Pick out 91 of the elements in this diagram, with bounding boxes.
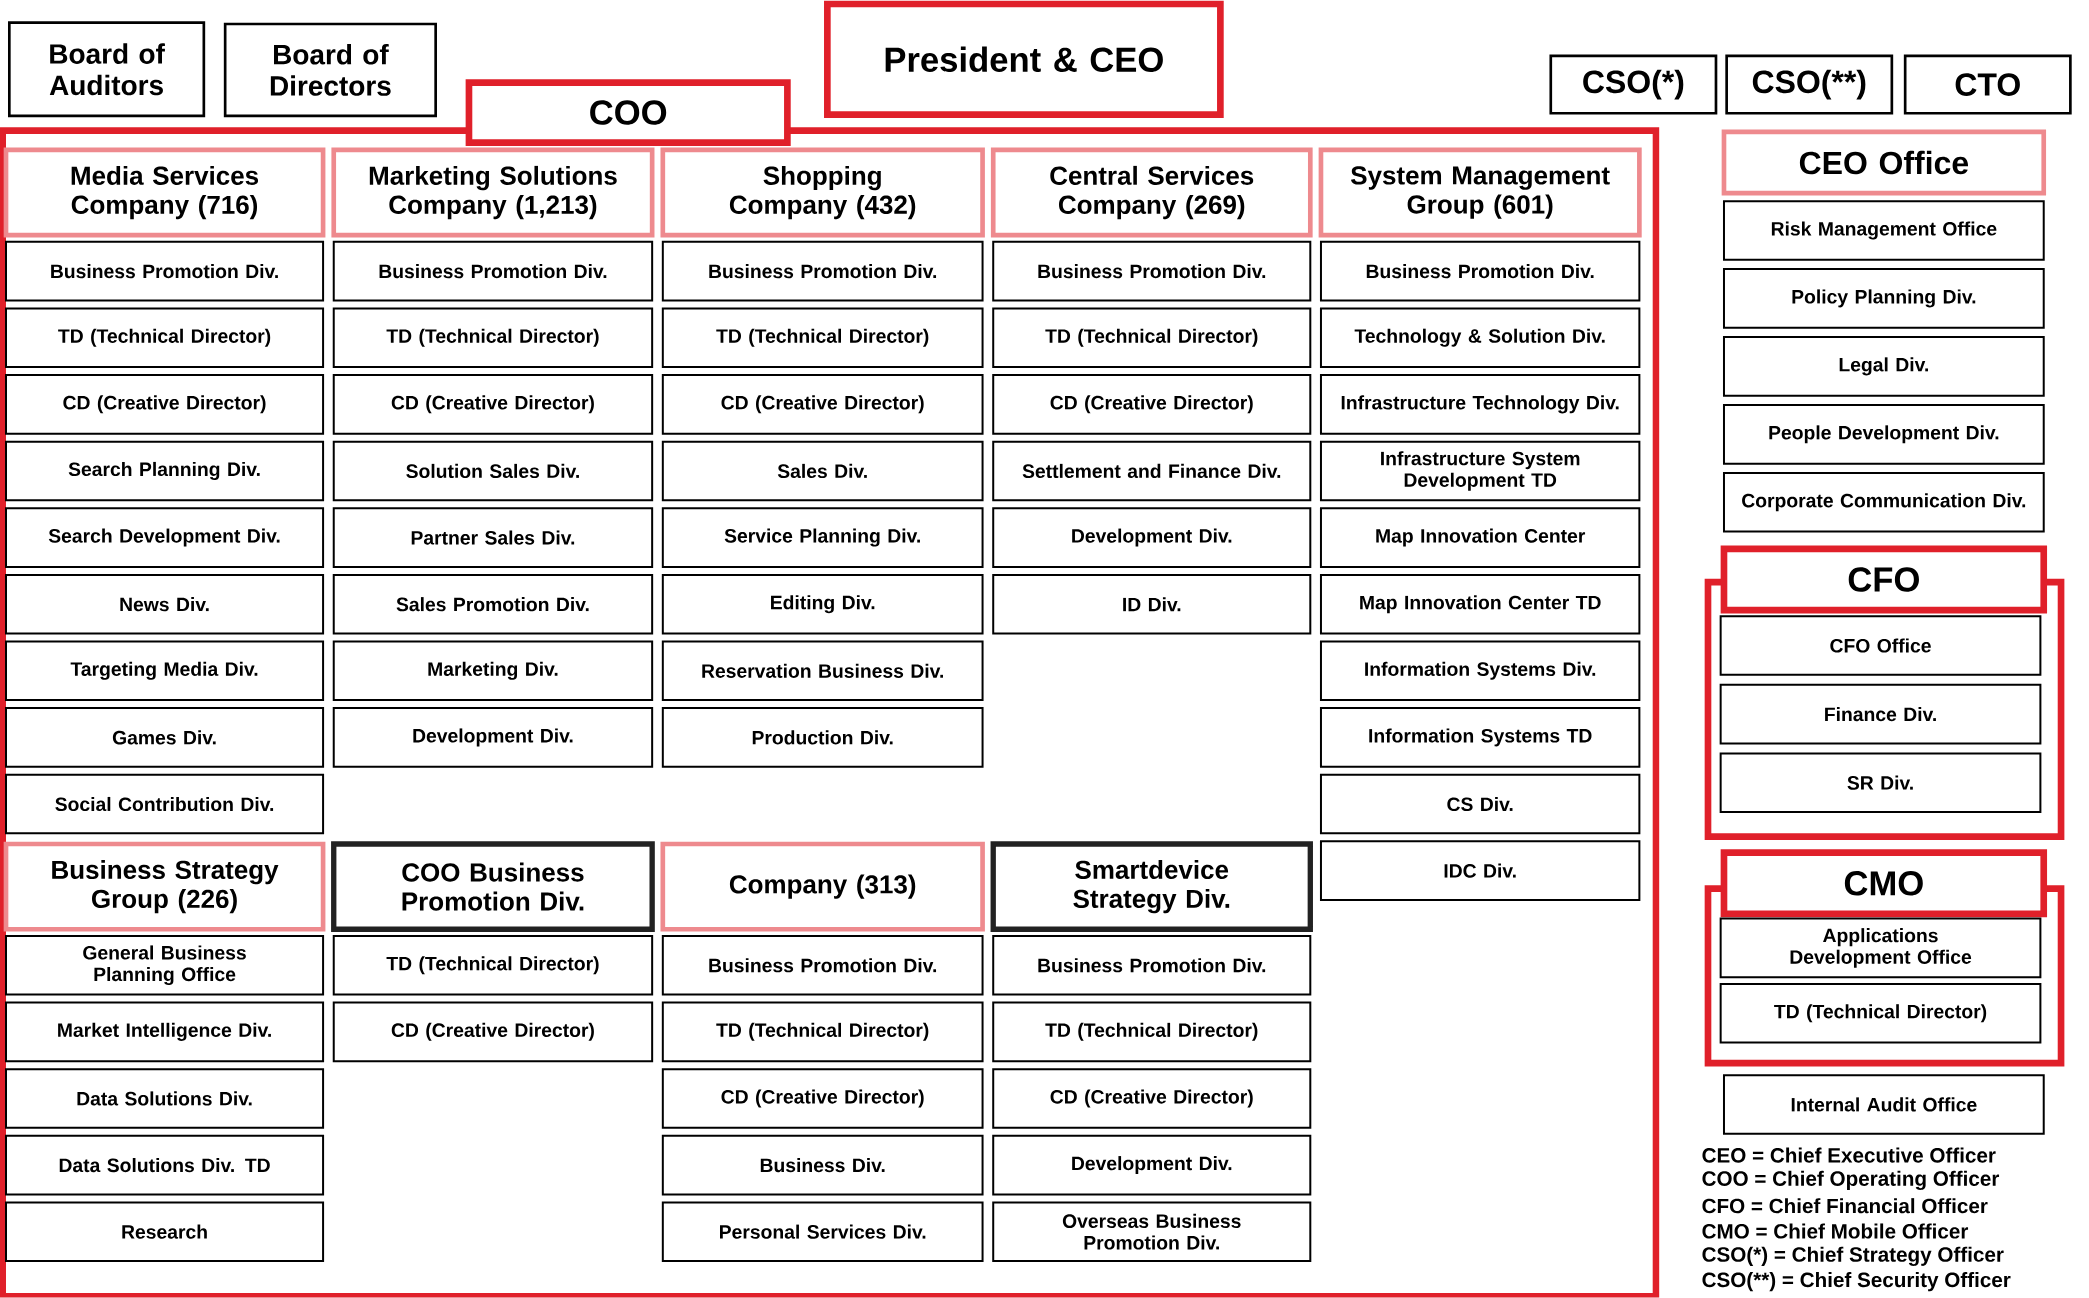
division-box: Information Systems Div. [1319, 640, 1641, 702]
division-box: Data Solutions Div. TD [5, 1134, 325, 1196]
division-box: SR Div. [1719, 752, 2042, 814]
division-box: CD (Creative Director) [992, 374, 1312, 435]
officer-box: CSO(**) [1725, 54, 1894, 115]
division-box: Reservation Business Div. [661, 640, 984, 702]
division-box: Corporate Communication Div. [1723, 472, 2045, 533]
division-box: Development Div. [332, 707, 654, 768]
division-header: Marketing Solutions Company (1,213) [331, 147, 655, 238]
division-box: TD (Technical Director) [332, 935, 654, 996]
division-box: Finance Div. [1719, 684, 2042, 745]
division-box: TD (Technical Director) [332, 307, 654, 369]
division-box: Technology & Solution Div. [1319, 307, 1641, 369]
division-box: CD (Creative Director) [5, 374, 325, 435]
division-box: Infrastructure Technology Div. [1319, 374, 1641, 435]
division-header: Shopping Company (432) [660, 147, 985, 238]
abbreviation-note: CFO = Chief Financial Officer [1702, 1198, 1988, 1214]
division-header: System Management Group (601) [1318, 147, 1642, 238]
division-box: Sales Div. [661, 440, 984, 502]
division-box: CD (Creative Director) [332, 374, 654, 435]
division-box: TD (Technical Director) [992, 307, 1312, 369]
division-box: Editing Div. [661, 574, 984, 635]
division-box: TD (Technical Director) [661, 1001, 984, 1063]
officer-box: President & CEO [824, 0, 1224, 119]
division-box: Business Promotion Div. [992, 935, 1312, 996]
division-box: Market Intelligence Div. [5, 1001, 325, 1063]
division-box: Policy Planning Div. [1723, 268, 2045, 329]
division-box: Business Promotion Div. [661, 241, 984, 302]
division-box: CD (Creative Director) [661, 1068, 984, 1129]
division-box: TD (Technical Director) [992, 1001, 1312, 1063]
division-header: Company (313) [660, 841, 985, 932]
officer-box: Board of Directors [223, 22, 437, 118]
division-box: Development Div. [992, 1134, 1312, 1196]
division-box: General Business Planning Office [5, 935, 325, 996]
division-box: Infrastructure System Development TD [1319, 440, 1641, 502]
division-box: CD (Creative Director) [992, 1068, 1312, 1129]
division-header: Central Services Company (269) [990, 147, 1313, 238]
division-box: Social Contribution Div. [5, 773, 325, 835]
division-box: Targeting Media Div. [5, 640, 325, 702]
division-box: CS Div. [1319, 773, 1641, 835]
division-box: ID Div. [992, 574, 1312, 635]
division-header: Smartdevice Strategy Div. [990, 841, 1313, 933]
division-box: CD (Creative Director) [661, 374, 984, 435]
division-box: Solution Sales Div. [332, 440, 654, 502]
division-box: Applications Development Office [1719, 917, 2042, 979]
division-box: Search Development Div. [5, 507, 325, 569]
division-box: Search Planning Div. [5, 440, 325, 502]
division-box: Data Solutions Div. [5, 1068, 325, 1129]
division-box: Business Promotion Div. [992, 241, 1312, 302]
officer-box: CTO [1903, 54, 2072, 115]
abbreviation-note: CMO = Chief Mobile Officer [1702, 1223, 1969, 1239]
division-box: Games Div. [5, 707, 325, 768]
division-header: Media Services Company (716) [3, 147, 326, 238]
division-box: Legal Div. [1723, 336, 2045, 397]
division-header: CEO Office [1721, 129, 2047, 196]
division-box: Development Div. [992, 507, 1312, 569]
division-box: Business Div. [661, 1134, 984, 1196]
division-box: Business Promotion Div. [1319, 241, 1641, 302]
division-box: Production Div. [661, 707, 984, 768]
division-box: Business Promotion Div. [5, 241, 325, 302]
division-header: Business Strategy Group (226) [3, 841, 326, 932]
division-box: TD (Technical Director) [1719, 983, 2042, 1044]
division-box: Business Promotion Div. [332, 241, 654, 302]
division-box: Settlement and Finance Div. [992, 440, 1312, 502]
division-box: TD (Technical Director) [661, 307, 984, 369]
division-box: Service Planning Div. [661, 507, 984, 569]
officer-box: Board of Auditors [8, 21, 206, 118]
abbreviation-note: CSO(*) = Chief Strategy Officer [1702, 1246, 2004, 1267]
division-box: Information Systems TD [1319, 707, 1641, 768]
division-box: Overseas Business Promotion Div. [992, 1201, 1312, 1263]
division-box: CFO Office [1719, 615, 2042, 676]
abbreviation-note: CSO(**) = Chief Security Officer [1702, 1272, 2011, 1292]
division-header: COO Business Promotion Div. [331, 841, 655, 933]
division-box: IDC Div. [1319, 840, 1641, 902]
division-box: TD (Technical Director) [5, 307, 325, 369]
division-box: Partner Sales Div. [332, 507, 654, 569]
division-box: Personal Services Div. [661, 1201, 984, 1263]
division-box: Marketing Div. [332, 640, 654, 702]
division-box: CD (Creative Director) [332, 1001, 654, 1063]
node-label: COO [590, 100, 667, 126]
division-box: Business Promotion Div. [661, 935, 984, 996]
division-box: People Development Div. [1723, 404, 2045, 465]
division-box: Internal Audit Office [1723, 1074, 2045, 1135]
division-box: Research [5, 1201, 325, 1263]
division-box: Map Innovation Center TD [1319, 574, 1641, 635]
division-box: Risk Management Office [1723, 200, 2045, 261]
division-box: News Div. [5, 574, 325, 635]
officer-box: CSO(*) [1549, 54, 1718, 115]
abbreviation-note: COO = Chief Operating Officer [1702, 1170, 2000, 1191]
division-box: Map Innovation Center [1319, 507, 1641, 569]
division-box: Sales Promotion Div. [332, 574, 654, 635]
